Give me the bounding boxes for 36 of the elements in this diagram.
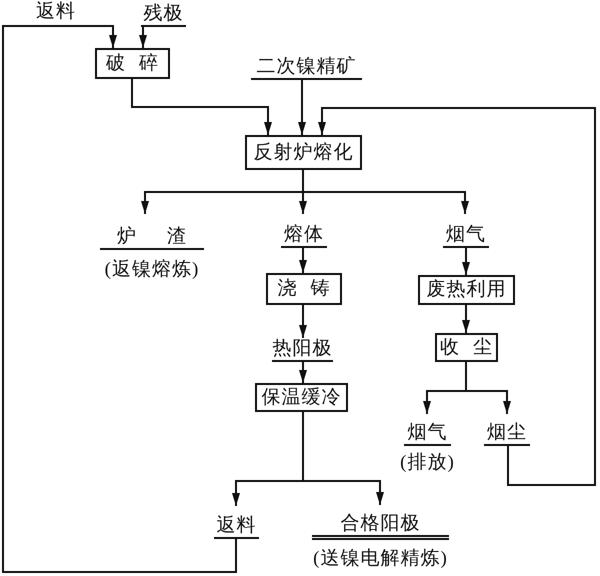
- flow-arrow: [298, 80, 306, 135]
- material-label: 合格阳极: [340, 513, 420, 535]
- material-label: 热阳极: [272, 338, 332, 360]
- flow-arrow: [299, 305, 307, 338]
- note-text: (排放): [400, 452, 455, 474]
- material-label: 返料: [216, 515, 256, 537]
- process-label: 废热利用: [426, 279, 506, 301]
- material-label: 二次镍精矿: [256, 56, 356, 78]
- material-label: 烟气: [408, 422, 448, 444]
- material-label: 烟尘: [487, 422, 527, 444]
- flow-arrow: [299, 248, 307, 273]
- flow-arrow: [462, 305, 470, 333]
- process-label: 破 碎: [106, 52, 160, 74]
- material-label: 炉 渣: [116, 226, 188, 248]
- flow-arrow: [139, 27, 147, 48]
- flow-arrow: [318, 107, 596, 486]
- process-box: [266, 273, 342, 305]
- process-label: 反射炉熔化: [254, 142, 354, 164]
- material-label: 烟气: [446, 224, 486, 246]
- process-box: [245, 135, 362, 170]
- flow-arrow: [465, 362, 511, 414]
- process-box: [95, 48, 170, 79]
- flow-arrow: [462, 248, 470, 275]
- flow-arrow: [131, 79, 272, 135]
- note-text: (返镍熔炼): [104, 259, 200, 281]
- process-label: 保温缓冷: [262, 386, 342, 408]
- note-text: (送镍电解精炼): [313, 548, 448, 570]
- process-box: [418, 275, 515, 305]
- process-label: 收 尘: [440, 336, 494, 358]
- flow-arrow: [302, 170, 469, 214]
- process-box: [255, 383, 348, 412]
- material-label: 熔体: [284, 224, 324, 246]
- flow-arrow: [299, 362, 307, 383]
- process-label: 浇 铸: [277, 278, 331, 300]
- process-box: [435, 333, 498, 362]
- material-label: 残极: [144, 3, 184, 25]
